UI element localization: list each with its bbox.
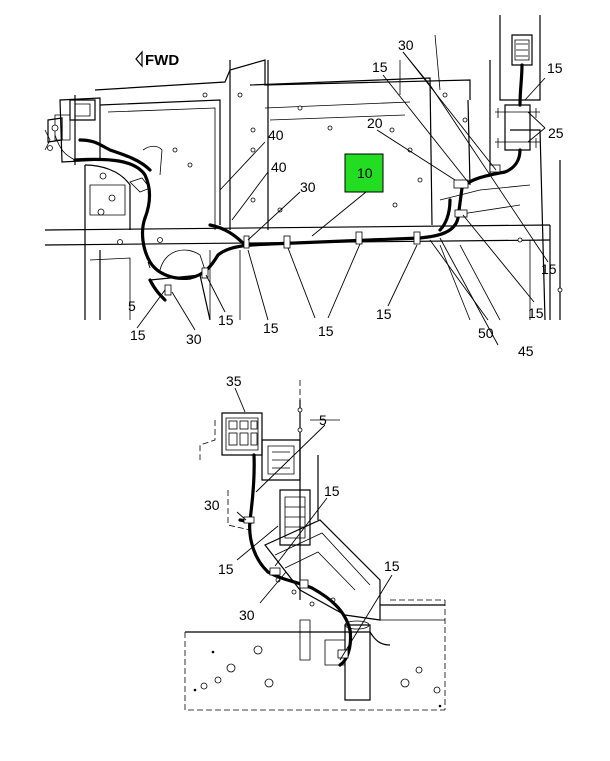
callout-leaders-lower [234,387,393,661]
callout: 50 [478,325,494,341]
callout: 15 [218,561,234,577]
callout: 15 [528,305,544,321]
callout: 30 [239,607,255,623]
upper-view: FWD [44,15,564,359]
fwd-label: FWD [145,52,179,69]
callout: 15 [376,306,392,322]
callout-leaders-upper [136,51,549,346]
lower-view: 35 5 30 15 15 30 15 [184,373,446,711]
callout: 30 [398,37,414,53]
callout: 15 [541,261,557,277]
callout-labels-lower: 35 5 30 15 15 30 15 [204,373,400,623]
callout: 30 [300,179,316,195]
callout: 5 [319,412,327,428]
lower-holes [193,407,442,708]
lower-structure [185,400,445,701]
right-connector-cluster [495,34,540,151]
callout: 20 [367,115,383,131]
callout: 15 [324,483,340,499]
callout-labels-upper: 30 15 15 20 25 40 40 30 15 5 15 30 15 15… [128,37,564,359]
frame-holes [97,92,563,293]
callout: 25 [548,125,564,141]
callout: 40 [271,159,287,175]
callout: 15 [372,59,388,75]
callout: 15 [318,323,334,339]
left-connector-cluster [44,99,96,161]
callout: 15 [218,312,234,328]
callout: 30 [186,331,202,347]
harness-clips-lower [243,516,349,659]
callout: 35 [226,373,242,389]
highlighted-component-box [344,153,384,193]
callout: 15 [263,320,279,336]
callout: 40 [268,127,284,143]
callout: 45 [518,343,534,359]
callout: 15 [547,60,563,76]
callout: 15 [384,558,400,574]
lower-frame-outline [184,380,446,711]
callout: 5 [128,298,136,314]
callout: 30 [204,497,220,513]
callout: 15 [130,327,146,343]
fwd-arrow-icon [135,50,143,68]
highlighted-component-label: 10 [357,165,373,181]
frame-structure [44,15,561,321]
